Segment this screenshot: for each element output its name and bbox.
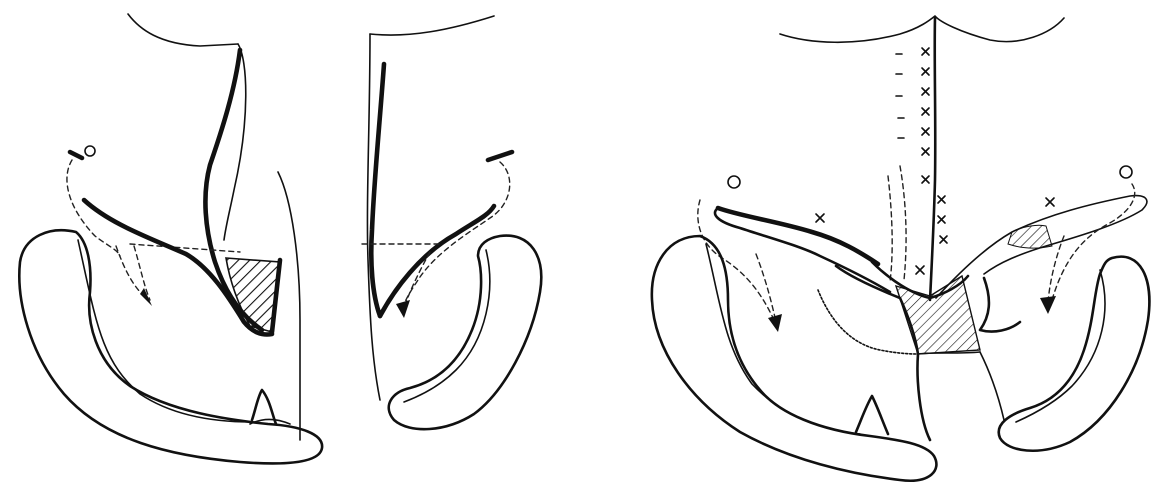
- right-left-earlobe: [856, 396, 888, 434]
- dashed-arrow-path: [756, 254, 776, 322]
- small-circle-icon: [728, 176, 740, 188]
- suture-tick-marks: [896, 54, 904, 138]
- left-horizontal-guide: [130, 244, 240, 252]
- middle-ear-inner: [404, 250, 490, 402]
- right-left-flap-top: [718, 208, 878, 264]
- arrow-head-icon: [768, 314, 782, 332]
- left-panel: [19, 14, 322, 463]
- right-right-ear-inner: [1016, 270, 1105, 422]
- dashed-arrow-path: [404, 252, 430, 308]
- dashed-arrow-icon: [1052, 184, 1135, 300]
- left-head-contour: [128, 14, 238, 46]
- right-left-ear-helix: [706, 244, 860, 434]
- arrow-head-icon: [1040, 296, 1056, 314]
- small-circle-icon: [85, 146, 95, 156]
- arrow-head-icon: [396, 300, 410, 318]
- right-left-ear-outline: [652, 236, 937, 481]
- left-top-marker: [70, 152, 82, 158]
- right-flap-hatched-area: [1008, 225, 1052, 248]
- middle-top-marker: [488, 152, 512, 160]
- middle-ear-outline: [389, 236, 541, 430]
- left-neck-contour: [278, 172, 300, 440]
- middle-flap-incision: [371, 64, 384, 316]
- right-dashed-guide-1: [900, 166, 906, 280]
- right-right-ear-front-edge: [980, 278, 1020, 332]
- right-right-ear-outline: [999, 257, 1150, 451]
- right-left-flap-edge: [715, 208, 890, 292]
- right-central-hatched-area: [896, 276, 980, 354]
- right-dashed-guide-2: [888, 176, 892, 282]
- right-central-suture: [930, 18, 935, 300]
- right-panel: [652, 16, 1150, 481]
- middle-head-contour: [370, 16, 494, 35]
- middle-panel: [362, 16, 541, 429]
- small-circle-icon: [1120, 166, 1132, 178]
- right-head-contour: [780, 16, 1064, 42]
- middle-lower-incision: [380, 206, 494, 316]
- left-ear-helix: [78, 240, 252, 422]
- right-right-ear-lower-edge: [980, 352, 1004, 420]
